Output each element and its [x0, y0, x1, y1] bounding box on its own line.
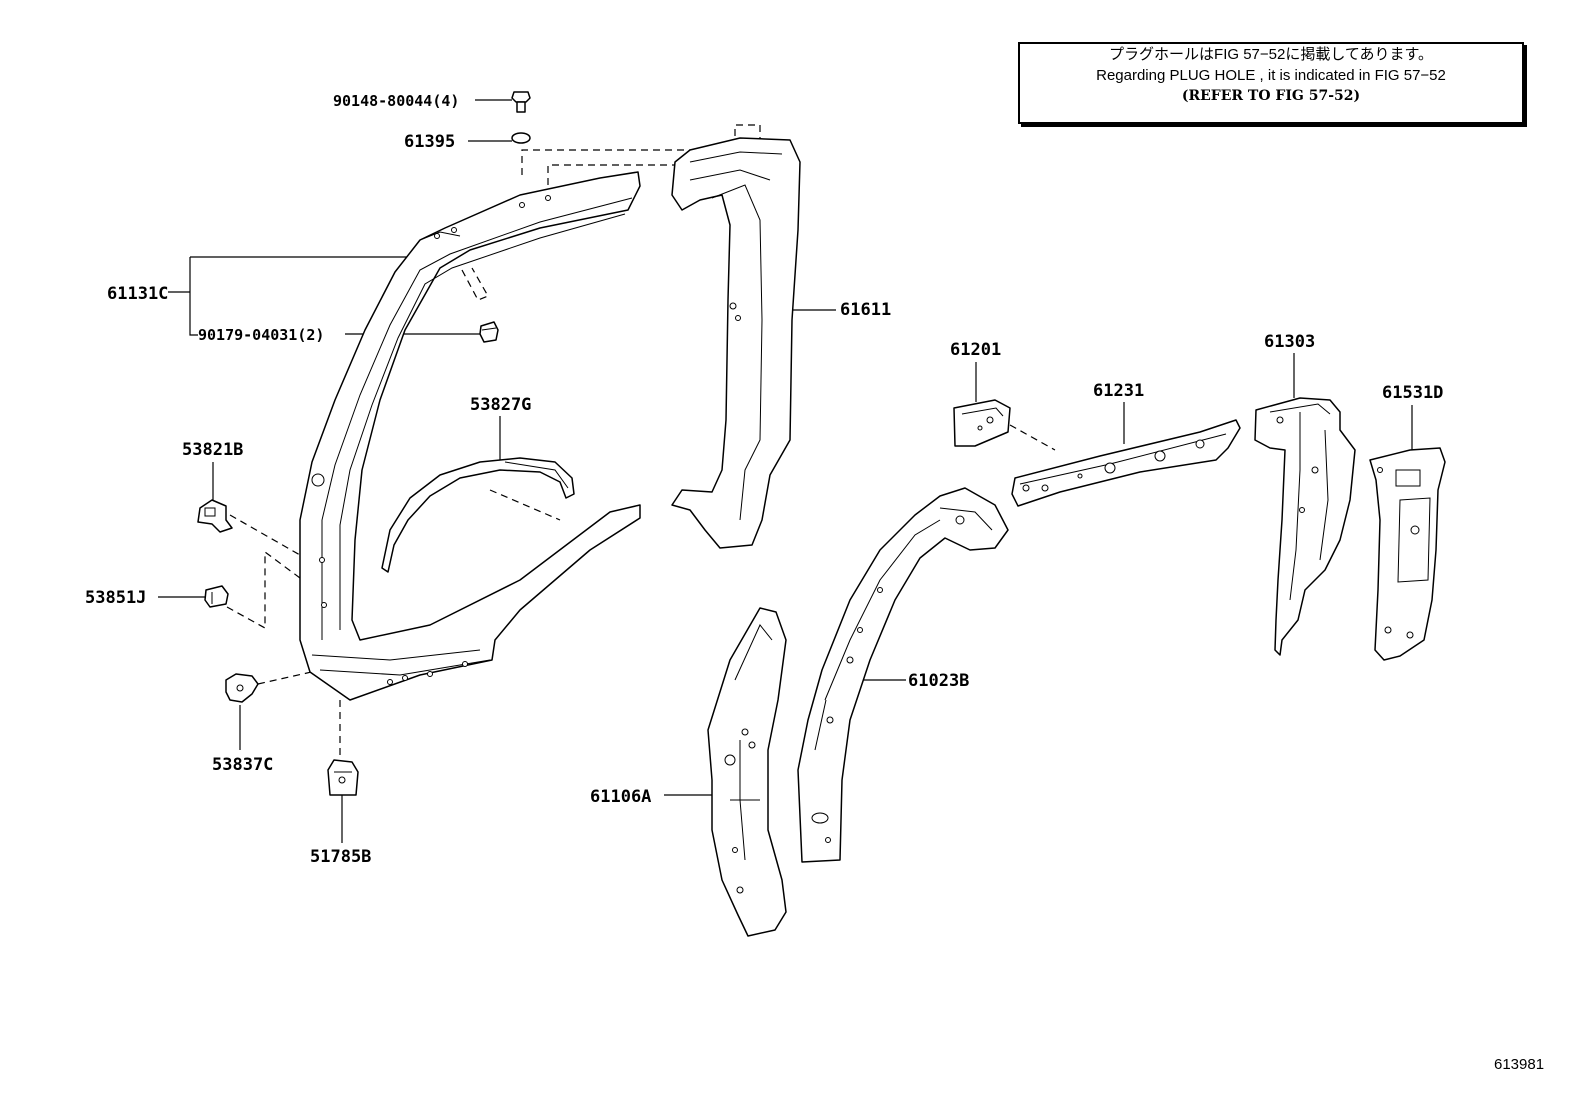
note-line-japanese: プラグホールはFIG 57−52に掲載してあります。: [1109, 46, 1433, 63]
bracket-53821b: [197, 499, 233, 533]
label-61231: 61231: [1093, 381, 1144, 401]
pillar-61531d: [1369, 447, 1446, 661]
nut-90179-04031: [479, 321, 499, 343]
pillar-61106a: [707, 607, 787, 937]
bracket-53837c: [225, 673, 259, 703]
label-53827g: 53827G: [470, 395, 531, 415]
label-61106a: 61106A: [590, 787, 651, 807]
label-61023b: 61023B: [908, 671, 969, 691]
figure-number: 613981: [1494, 1056, 1545, 1073]
label-61131c: 61131C: [107, 284, 168, 304]
label-61611: 61611: [840, 300, 891, 320]
note-line-refer: (REFER TO FIG 57-52): [1181, 88, 1361, 104]
bracket-51785b: [327, 759, 359, 796]
rail-61231: [1011, 419, 1241, 507]
label-90148-80044: 90148-80044(4): [333, 92, 459, 110]
pillar-61023b: [797, 487, 1009, 863]
label-90179-04031: 90179-04031(2): [198, 326, 324, 344]
washer-61395: [511, 132, 531, 144]
reference-note: プラグホールはFIG 57−52に掲載してあります。 Regarding PLU…: [1018, 42, 1524, 124]
bracket-53851j: [204, 585, 229, 608]
label-61201: 61201: [950, 340, 1001, 360]
note-line-english: Regarding PLUG HOLE , it is indicated in…: [1096, 67, 1446, 84]
panel-61131c: [299, 171, 641, 701]
label-51785b: 51785B: [310, 847, 371, 867]
pillar-61303: [1254, 397, 1356, 656]
label-53837c: 53837C: [212, 755, 273, 775]
label-61531d: 61531D: [1382, 383, 1443, 403]
weatherstrip-53827g: [381, 457, 575, 573]
label-53851j: 53851J: [85, 588, 146, 608]
bolt-90148-80044: [511, 91, 531, 113]
label-53821b: 53821B: [182, 440, 243, 460]
label-61303: 61303: [1264, 332, 1315, 352]
label-61395: 61395: [404, 132, 455, 152]
bracket-61201: [953, 399, 1011, 447]
panel-61611: [671, 137, 801, 549]
